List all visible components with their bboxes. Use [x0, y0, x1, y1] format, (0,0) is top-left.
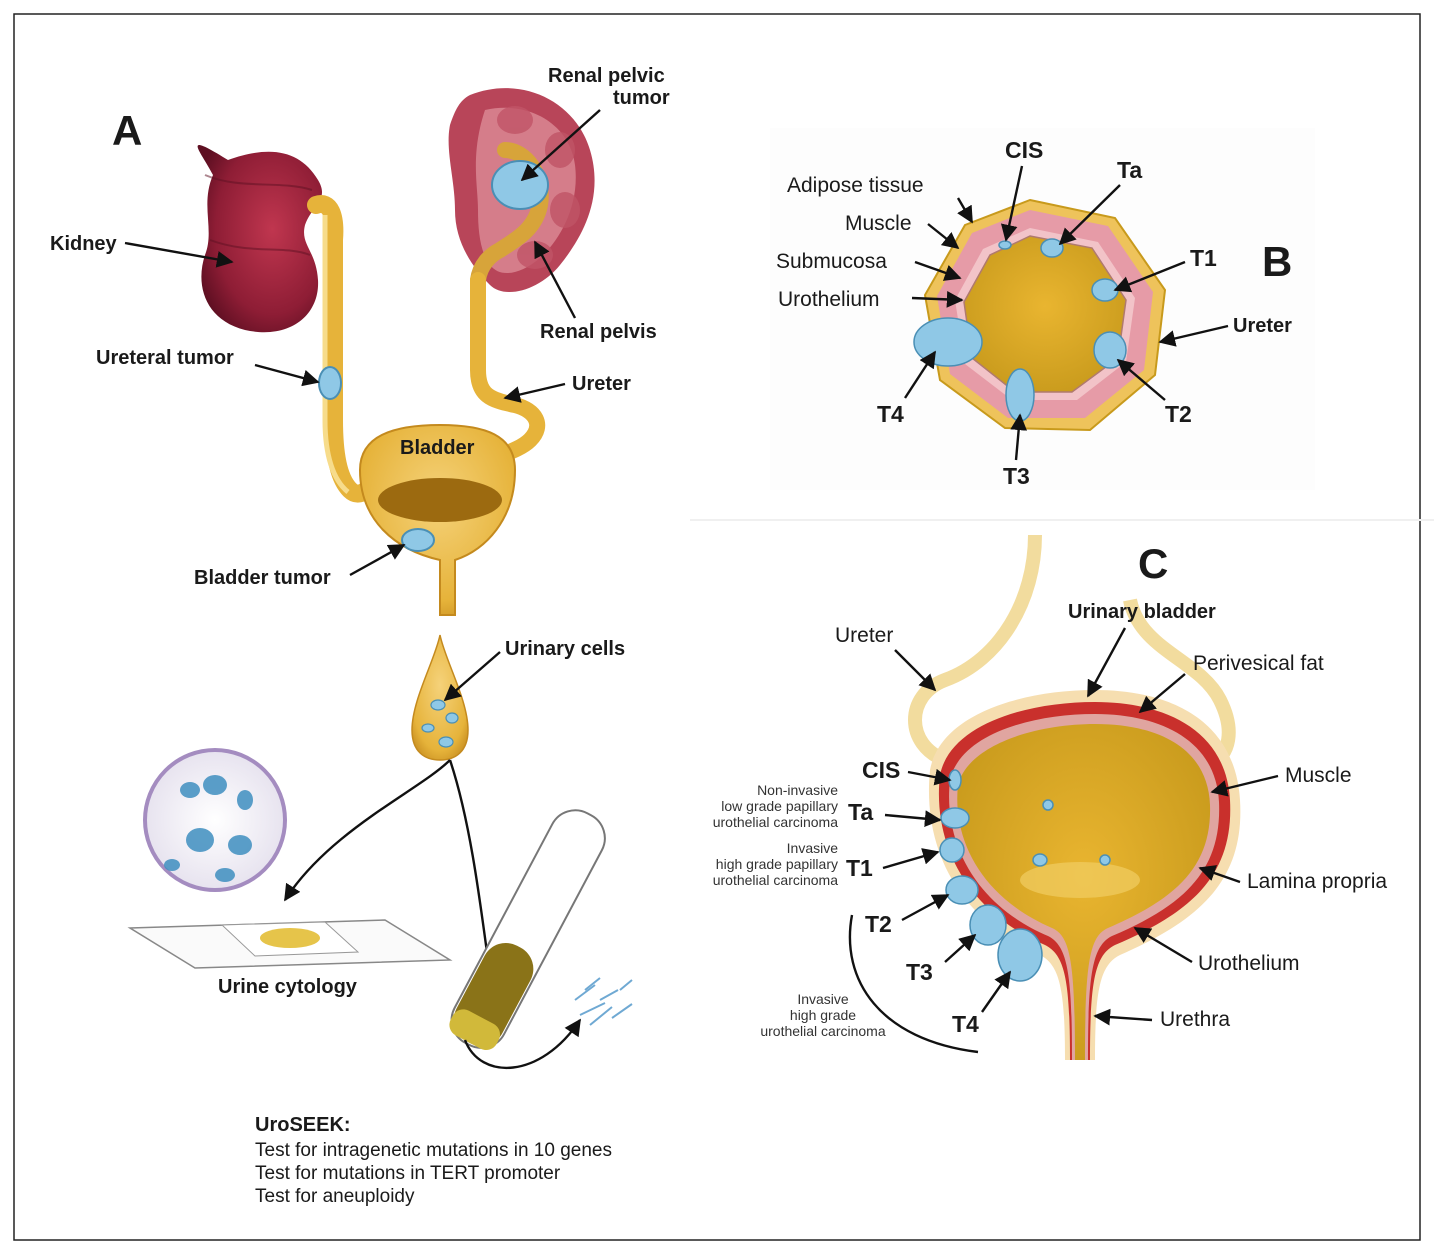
drop-to-slide-arrow	[285, 760, 450, 900]
trigone-highlight	[1020, 862, 1140, 898]
bladder-tumor-arrow	[350, 545, 404, 575]
uroseek-line-2: Test for mutations in TERT promoter	[255, 1163, 561, 1184]
t1-description-1: Invasive	[787, 840, 839, 856]
adipose-tissue-label: Adipose tissue	[787, 174, 924, 197]
ureteral-tumor-mass	[319, 367, 341, 399]
urine-cytology-label: Urine cytology	[218, 976, 358, 998]
muscle-label-c: Muscle	[1285, 764, 1352, 787]
invasive-description-3: urothelial carcinoma	[760, 1023, 885, 1039]
dna-fragments	[575, 978, 632, 1025]
t3-label-b: T3	[1003, 463, 1030, 489]
uroseek-line-1: Test for intragenetic mutations in 10 ge…	[255, 1140, 612, 1161]
t2-label-b: T2	[1165, 401, 1192, 427]
panel-c: C Urinary bladder Ureter Perivesical fat…	[713, 535, 1388, 1060]
urothelium-label-b: Urothelium	[778, 288, 880, 311]
renal-pelvic-tumor-label-line2: tumor	[613, 87, 670, 109]
ta-description-1: Non-invasive	[757, 782, 838, 798]
ureter-label-b: Ureter	[1233, 315, 1292, 337]
renal-pelvic-tumor-label-line1: Renal pelvic	[548, 65, 665, 87]
t1-description-2: high grade papillary	[716, 856, 838, 872]
t1-arrow-c	[883, 852, 938, 868]
urethra-arrow	[1095, 1016, 1152, 1020]
bladder-opening	[378, 478, 502, 522]
ureter-label-a: Ureter	[572, 373, 631, 395]
urinary-bladder-arrow	[1088, 628, 1125, 696]
t1-description-3: urothelial carcinoma	[713, 872, 838, 888]
bladder-label: Bladder	[400, 437, 475, 459]
t3-arrow-c	[945, 935, 975, 962]
panel-a-label: A	[112, 107, 142, 154]
t4-arrow-c	[982, 972, 1010, 1012]
drop-to-tube-arrow	[450, 760, 490, 975]
slide-specimen	[260, 928, 320, 948]
t4-label-b: T4	[877, 401, 904, 427]
lamina-propria-label: Lamina propria	[1247, 870, 1387, 893]
test-tube-illustration	[442, 801, 614, 1057]
urinary-bladder-label: Urinary bladder	[1068, 601, 1216, 623]
renal-pelvis-label: Renal pelvis	[540, 321, 657, 343]
urinary-cells-label: Urinary cells	[505, 638, 625, 660]
perivesical-fat-label: Perivesical fat	[1193, 652, 1324, 675]
renal-pelvic-tumor-mass	[492, 161, 548, 209]
invasive-description-1: Invasive	[797, 991, 849, 1007]
ureter-arrow-a	[505, 384, 565, 398]
uroseek-line-3: Test for aneuploidy	[255, 1186, 415, 1207]
t3-label-c: T3	[906, 959, 933, 985]
cytology-magnified-view	[145, 750, 285, 890]
panel-a: A Kidney Renal pelvic tumor Renal pelvi	[50, 65, 670, 1207]
panel-c-label: C	[1138, 540, 1168, 587]
ta-description-2: low grade papillary	[721, 798, 838, 814]
muscle-label-b: Muscle	[845, 212, 912, 235]
cis-label-b: CIS	[1005, 137, 1043, 163]
ureteral-tumor-arrow	[255, 365, 318, 382]
ta-label-b: Ta	[1117, 157, 1142, 183]
t2-arrow-c	[902, 895, 948, 920]
bladder-tumor-label: Bladder tumor	[194, 567, 331, 589]
ureter-label-c: Ureter	[835, 624, 893, 647]
left-kidney-illustration	[198, 145, 322, 332]
panel-b-label: B	[1262, 238, 1292, 285]
bladder-tumor-mass	[402, 529, 434, 551]
t1-label-c: T1	[846, 855, 873, 881]
uroseek-title: UroSEEK:	[255, 1114, 351, 1136]
invasive-description-2: high grade	[790, 1007, 856, 1023]
ta-description-3: urothelial carcinoma	[713, 814, 838, 830]
cis-label-c: CIS	[862, 757, 900, 783]
urethra-label: Urethra	[1160, 1008, 1230, 1031]
panel-b: B Adipose tissue Muscle Submucosa Urothe…	[770, 128, 1315, 490]
t2-label-c: T2	[865, 911, 892, 937]
urothelium-label-c: Urothelium	[1198, 952, 1300, 975]
submucosa-label: Submucosa	[776, 250, 887, 273]
ta-label-c: Ta	[848, 799, 873, 825]
t1-label-b: T1	[1190, 245, 1217, 271]
t4-label-c: T4	[952, 1011, 979, 1037]
ureter-arrow-c	[895, 650, 935, 690]
kidney-label: Kidney	[50, 233, 118, 255]
ureteral-tumor-label: Ureteral tumor	[96, 347, 234, 369]
